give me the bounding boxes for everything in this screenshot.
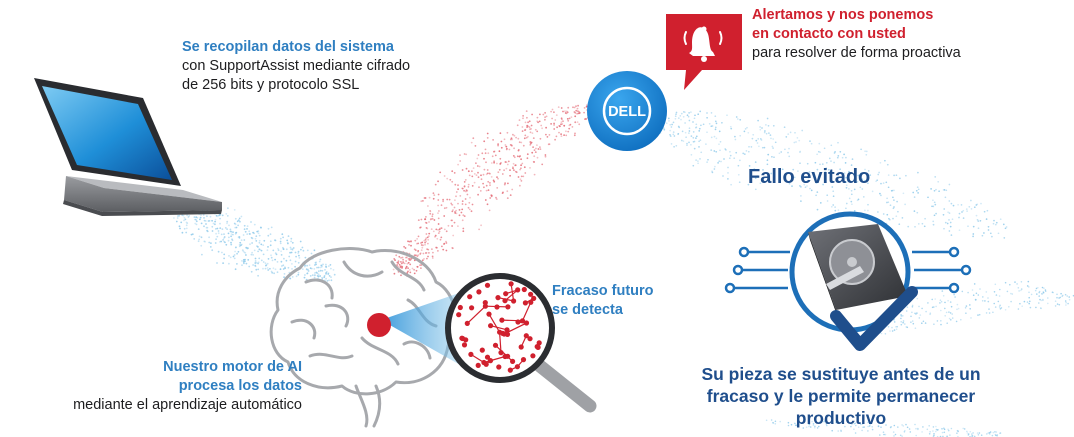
collect-heading: Se recopilan datos del sistema — [182, 39, 394, 55]
data-particle-streams — [164, 102, 1074, 437]
hard-drive-icon — [724, 211, 972, 351]
collect-line-1: con SupportAssist mediante cifrado — [182, 58, 411, 74]
replace-line-1: Su pieza se sustituye antes de un — [701, 364, 981, 384]
detect-heading-1: Fracaso futuro — [552, 283, 654, 299]
detect-heading-2: se detecta — [552, 302, 623, 318]
replace-step-text: Su pieza se sustituye antes de un fracas… — [680, 363, 1002, 429]
process-heading-2: procesa los datos — [178, 378, 302, 394]
dell-logo: DELL — [587, 71, 667, 151]
replace-line-3: productivo — [795, 408, 887, 428]
failure-network-pattern — [456, 281, 542, 373]
alert-heading-1: Alertamos y nos ponemos — [752, 7, 934, 23]
dell-logo-text: DELL — [608, 104, 646, 120]
laptop-icon — [34, 78, 222, 216]
checkmark-icon — [830, 286, 918, 351]
replace-line-2: fracaso y le permite permanecer — [706, 386, 976, 406]
analysis-beam — [381, 292, 462, 366]
alert-line-1: para resolver de forma proactiva — [752, 45, 961, 61]
process-line-1: mediante el aprendizaje automático — [73, 397, 302, 413]
collect-line-2: de 256 bits y protocolo SSL — [182, 77, 360, 93]
magnifier-icon — [445, 273, 597, 413]
failure-avoided-title: Fallo evitado — [748, 166, 871, 188]
brain-icon — [269, 247, 458, 428]
process-heading-1: Nuestro motor de AI — [163, 359, 302, 375]
collect-step-text: Se recopilan datos del sistema con Suppo… — [182, 38, 410, 95]
alert-step-text: Alertamos y nos ponemos en contacto con … — [752, 6, 961, 63]
alert-heading-2: en contacto con usted — [752, 26, 906, 42]
detect-step-text: Fracaso futuro se detecta — [552, 282, 654, 320]
detection-point — [367, 313, 391, 337]
process-step-text: Nuestro motor de AI procesa los datos me… — [36, 358, 302, 415]
bell-alert-icon — [666, 14, 742, 90]
